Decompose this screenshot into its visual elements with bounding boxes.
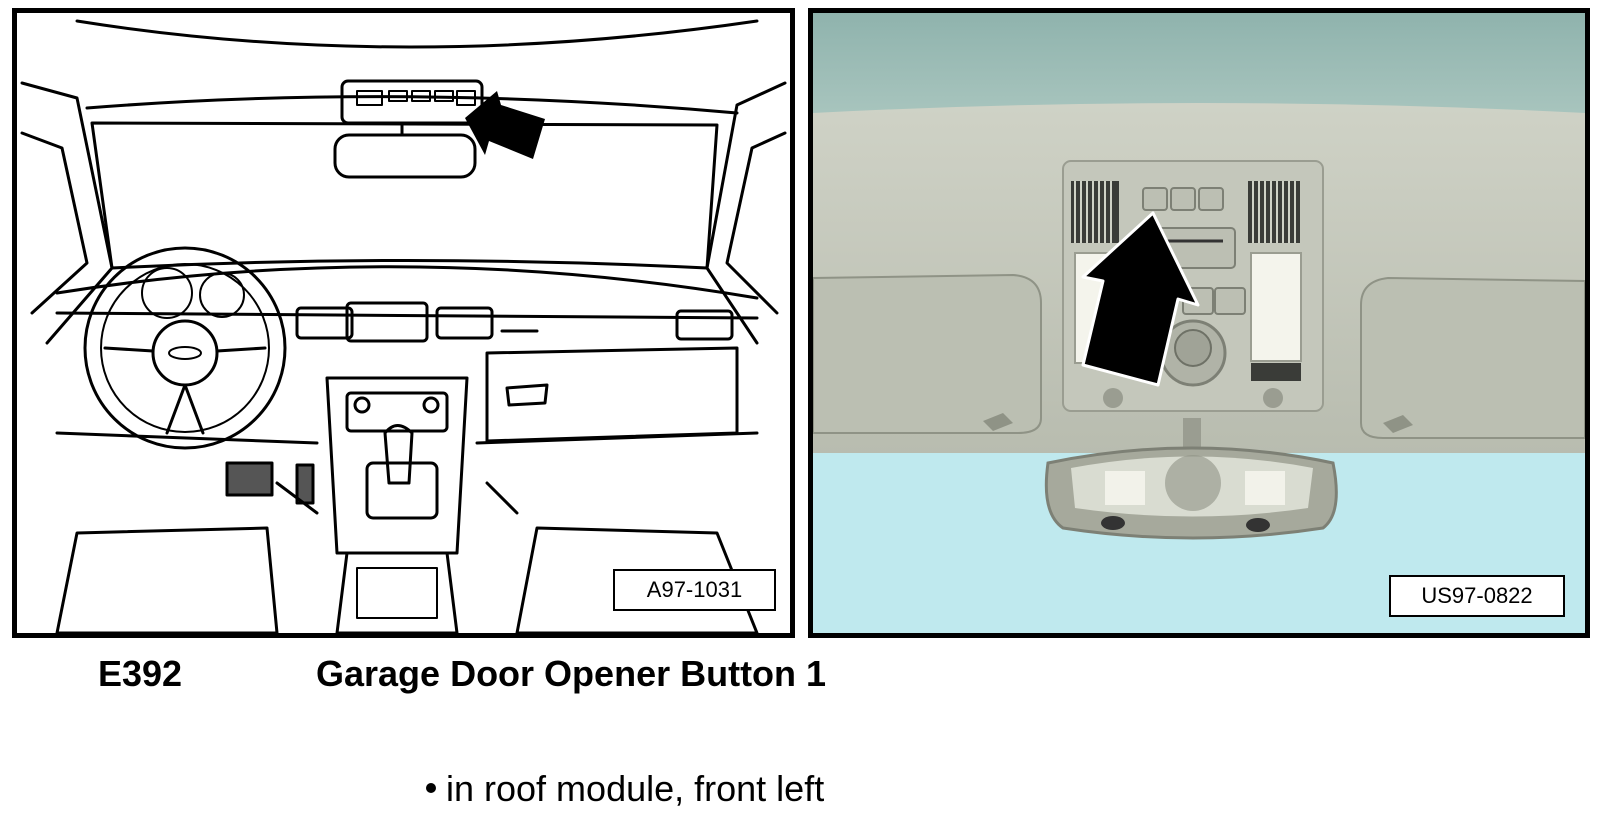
a-pillar-left bbox=[20, 81, 114, 345]
pointer-arrow-icon bbox=[465, 91, 545, 159]
steering-wheel bbox=[83, 246, 287, 450]
location-note: in roof module, front left bbox=[426, 768, 824, 810]
figure-id-right: US97-0822 bbox=[1389, 575, 1565, 617]
sun-visor-right bbox=[1360, 276, 1585, 439]
roof-module bbox=[340, 79, 484, 125]
dashboard-top bbox=[55, 265, 759, 300]
dome-light-right bbox=[1250, 252, 1302, 362]
center-console bbox=[325, 376, 469, 555]
side-window-right bbox=[725, 131, 787, 315]
driver-seat bbox=[55, 526, 279, 633]
location-text: in roof module, front left bbox=[446, 768, 825, 809]
passenger-seat bbox=[515, 526, 759, 633]
a-pillar-right bbox=[705, 81, 787, 345]
glovebox bbox=[485, 346, 739, 443]
grille-right bbox=[1248, 181, 1300, 243]
roof-module-photo-svg bbox=[813, 13, 1585, 633]
windshield bbox=[90, 121, 719, 270]
bullet-icon bbox=[426, 783, 436, 794]
component-code: E392 bbox=[98, 653, 183, 694]
rearview-mirror bbox=[333, 133, 477, 179]
interior-drawing-svg bbox=[20, 19, 787, 633]
roof-outline bbox=[75, 19, 759, 49]
pointer-arrow-icon bbox=[1081, 211, 1200, 387]
sun-visor-left bbox=[813, 273, 1042, 434]
gear-shifter bbox=[383, 424, 414, 485]
figure-id-left: A97-1031 bbox=[613, 569, 776, 611]
side-window-left bbox=[20, 131, 89, 315]
interior-line-drawing: A97-1031 bbox=[12, 8, 795, 638]
roof-module-photo: US97-0822 bbox=[808, 8, 1590, 638]
component-name: Garage Door Opener Button 1 bbox=[316, 653, 827, 694]
